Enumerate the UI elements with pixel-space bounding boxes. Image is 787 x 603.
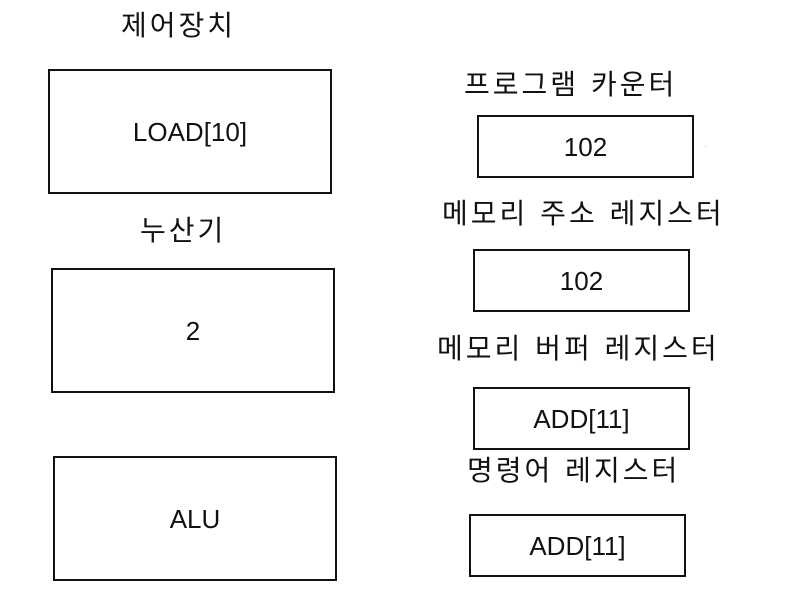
memory-buffer-register-label: 메모리 버퍼 레지스터 — [437, 332, 720, 365]
control-unit-value: LOAD[10] — [132, 116, 248, 147]
control-unit-box: LOAD[10] — [48, 69, 332, 194]
instruction-register-box: ADD[11] — [469, 514, 686, 577]
memory-buffer-register-value: ADD[11] — [533, 403, 630, 434]
memory-address-register-box: 102 — [473, 249, 690, 312]
alu-box: ALU — [53, 456, 337, 581]
program-counter-label: 프로그램 카운터 — [464, 68, 678, 101]
instruction-register-value: ADD[11] — [529, 530, 626, 561]
program-counter-value: 102 — [563, 131, 608, 162]
instruction-register-label: 명령어 레지스터 — [467, 454, 681, 487]
accumulator-box: 2 — [51, 268, 335, 393]
accumulator-label: 누산기 — [140, 214, 227, 247]
program-counter-box: 102 — [477, 115, 694, 178]
memory-address-register-label: 메모리 주소 레지스터 — [442, 197, 725, 230]
alu-value: ALU — [169, 503, 221, 534]
memory-buffer-register-box: ADD[11] — [473, 387, 690, 450]
memory-address-register-value: 102 — [559, 265, 604, 296]
stray-dot — [705, 146, 706, 147]
control-unit-label: 제어장치 — [121, 9, 237, 42]
accumulator-value: 2 — [185, 315, 201, 346]
